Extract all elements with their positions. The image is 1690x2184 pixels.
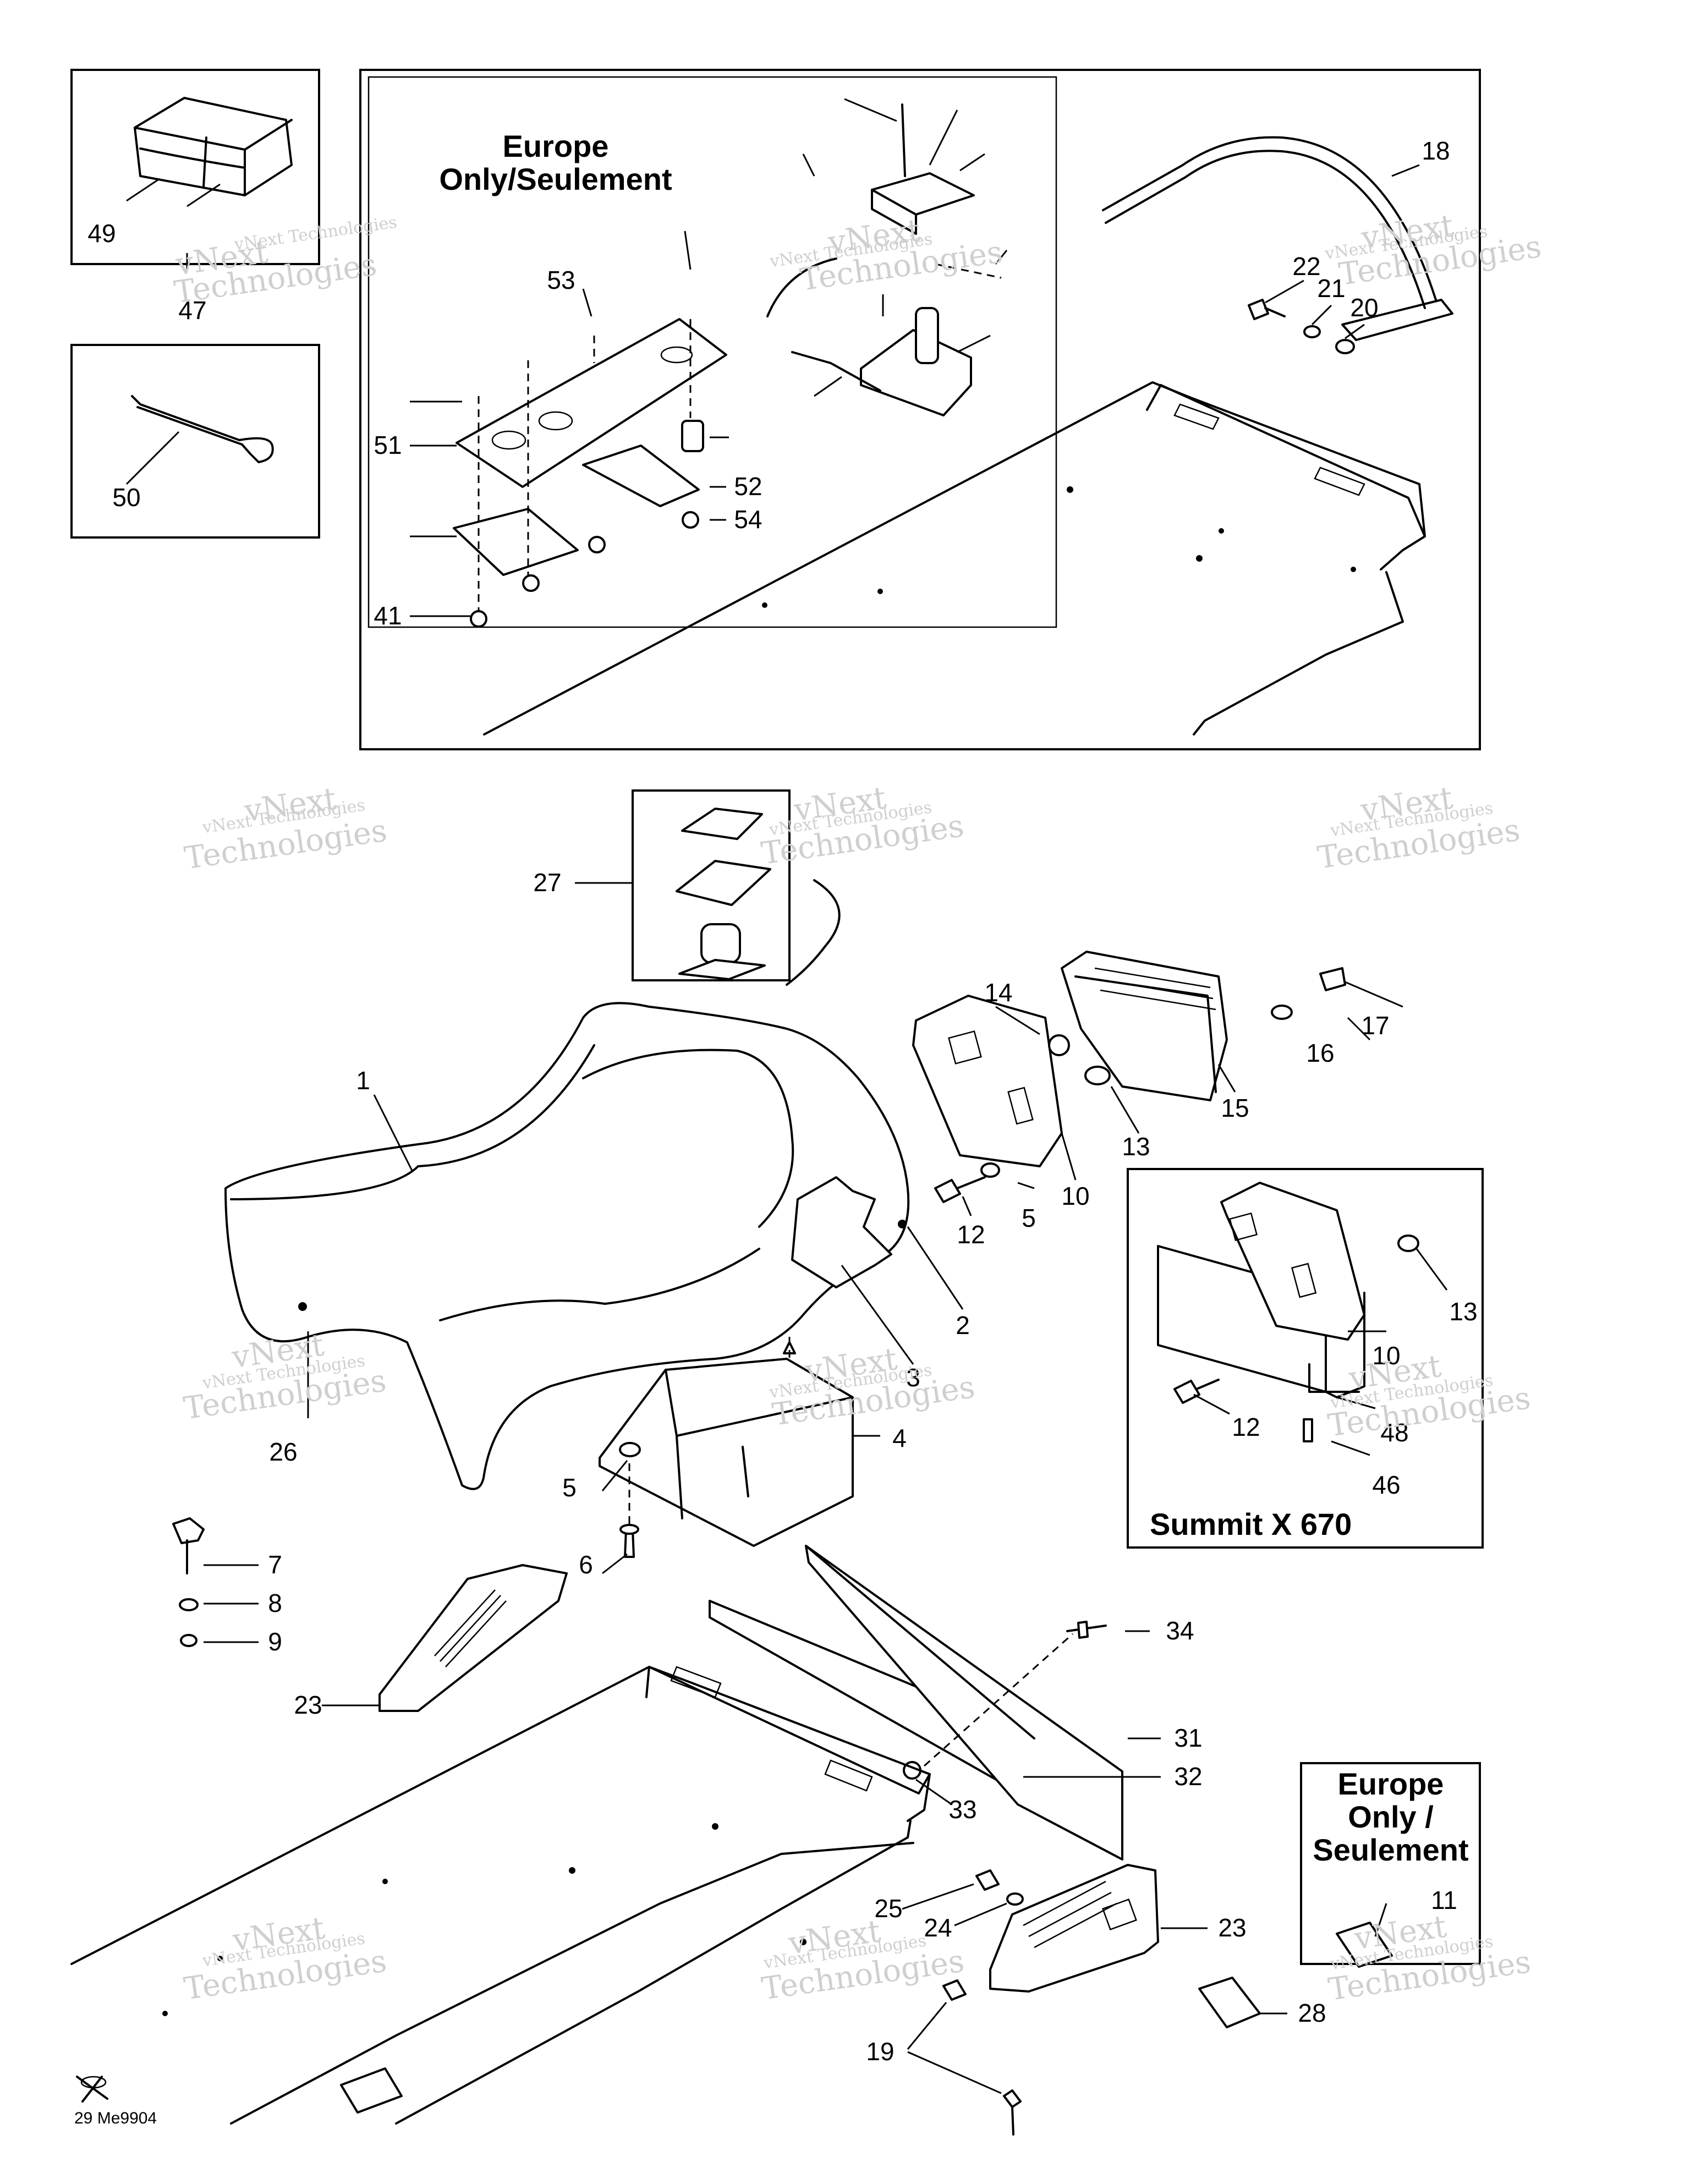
parts-29-32-drawing	[709, 1545, 1123, 1861]
callout-38: 51	[374, 431, 402, 459]
tunnel-bottom-drawing	[70, 1666, 931, 2125]
watermark-9: vNext Technologies vNext Technologies	[1326, 1348, 1533, 1444]
tunnel-top-drawing	[483, 381, 1426, 736]
callout-25: 25	[874, 1894, 902, 1923]
callout-1: 1	[356, 1066, 370, 1095]
callout-41a: 54	[734, 505, 762, 534]
watermark-6: vNext Technologies vNext Technologies	[1315, 780, 1522, 876]
callout-12a: 12	[957, 1220, 985, 1249]
callout-24: 24	[924, 1913, 952, 1942]
watermark-3: vNext Technologies vNext Technologies	[1323, 208, 1543, 293]
part-28-drawing	[676, 808, 841, 986]
parts-44-52-drawing	[766, 103, 1002, 416]
parts-10-17-drawing	[912, 951, 1346, 1203]
callout-11: 11	[1431, 1886, 1457, 1914]
callout-14: 14	[984, 978, 1012, 1007]
callout-27: 26	[269, 1437, 297, 1466]
callout-30: 32	[1174, 1762, 1202, 1791]
callout-2: 2	[956, 1311, 970, 1340]
callout-6: 6	[579, 1550, 593, 1579]
box-item-37	[70, 344, 320, 539]
callout-26: 28	[1298, 1999, 1326, 2027]
callout-35: 48	[1380, 1418, 1408, 1447]
box-europe-top	[359, 69, 1481, 750]
callout-36: 49	[87, 219, 116, 248]
callout-34: 46	[1372, 1470, 1400, 1499]
watermark-4: vNext Technologies vNext Technologies	[182, 781, 389, 876]
leader-lines	[125, 98, 1448, 2094]
callout-31: 33	[948, 1795, 976, 1824]
reference-mark	[76, 2076, 108, 2103]
parts-20-22-drawing	[1248, 299, 1355, 354]
callout-5a: 5	[1022, 1204, 1036, 1232]
box-europe-bottom	[1300, 1762, 1481, 1965]
box-summit	[1127, 1168, 1484, 1549]
callout-39: 52	[734, 472, 762, 501]
parts-38-43-drawing	[453, 318, 727, 628]
box-item-28	[632, 789, 791, 981]
callout-23a: 23	[294, 1691, 322, 1719]
europe-top-title-2: Only/Seulement	[439, 162, 672, 196]
callout-29: 31	[1174, 1724, 1202, 1752]
watermark-5: vNext Technologies vNext Technologies	[759, 780, 966, 872]
parts-7-9-drawing	[172, 1517, 205, 1647]
europe-bottom-title-2: Only /	[1348, 1799, 1434, 1834]
europe-bottom-title-3: Seulement	[1313, 1832, 1468, 1867]
callout-19: 19	[866, 2037, 894, 2066]
callout-37: 50	[112, 483, 140, 512]
callout-5b: 5	[562, 1473, 577, 1502]
callout-17: 17	[1361, 1011, 1389, 1040]
callout-13a: 13	[1122, 1132, 1150, 1161]
callout-7: 7	[268, 1550, 282, 1579]
part-37-drawing	[131, 395, 274, 463]
callout-12b: 12	[1232, 1413, 1260, 1441]
callout-10a: 10	[1061, 1182, 1089, 1210]
watermark-2: vNext Technologies vNext Technologies	[768, 212, 1005, 298]
callout-33: 47	[178, 296, 206, 325]
watermark-10: vNext Technologies vNext Technologies	[182, 1910, 389, 2007]
callout-23b: 23	[1218, 1913, 1246, 1942]
callout-32: 34	[1166, 1616, 1194, 1645]
callout-4: 4	[892, 1424, 907, 1452]
callout-20: 20	[1350, 293, 1378, 322]
part-36-drawing	[134, 97, 293, 196]
callout-16: 16	[1306, 1039, 1334, 1067]
box-europe-top-inner	[367, 76, 1057, 628]
callout-22: 22	[1292, 252, 1320, 281]
callout-28: 27	[533, 868, 561, 897]
summit-title: Summit X 670	[1150, 1507, 1352, 1541]
box-item-33	[70, 69, 320, 265]
callout-9: 9	[268, 1627, 282, 1656]
callout-21: 21	[1317, 274, 1345, 303]
callout-41b: 41	[374, 601, 402, 630]
callout-15: 15	[1221, 1094, 1249, 1122]
callout-18: 18	[1422, 136, 1450, 165]
watermark-7: vNext Technologies vNext Technologies	[182, 1327, 388, 1426]
callout-3: 3	[906, 1363, 920, 1392]
part-18-drawing	[1102, 136, 1453, 341]
callout-13b: 13	[1449, 1297, 1477, 1326]
europe-top-title-1: Europe	[503, 129, 609, 163]
europe-bottom-title-1: Europe	[1338, 1766, 1444, 1801]
callout-10b: 10	[1372, 1341, 1400, 1370]
part-1-seat-drawing	[224, 1002, 910, 1490]
callout-40: 53	[547, 266, 575, 294]
callouts: 49 47 50 53 51 52 54 41 18 22 21 20 27 1…	[87, 136, 1477, 2066]
watermarks: vNext Technologies vNext Technologies vN…	[172, 208, 1544, 2008]
watermark-8: vNext Technologies vNext Technologies	[767, 1341, 977, 1433]
parts-23-26-drawing	[378, 1564, 1393, 2136]
watermark-12: vNext Technologies vNext Technologies	[1326, 1908, 1533, 2007]
summit-drawing	[1157, 1182, 1419, 1442]
part-4-drawing	[599, 1337, 854, 1558]
callout-8: 8	[268, 1589, 282, 1617]
reference-code: 29 Me9904	[74, 2109, 157, 2127]
